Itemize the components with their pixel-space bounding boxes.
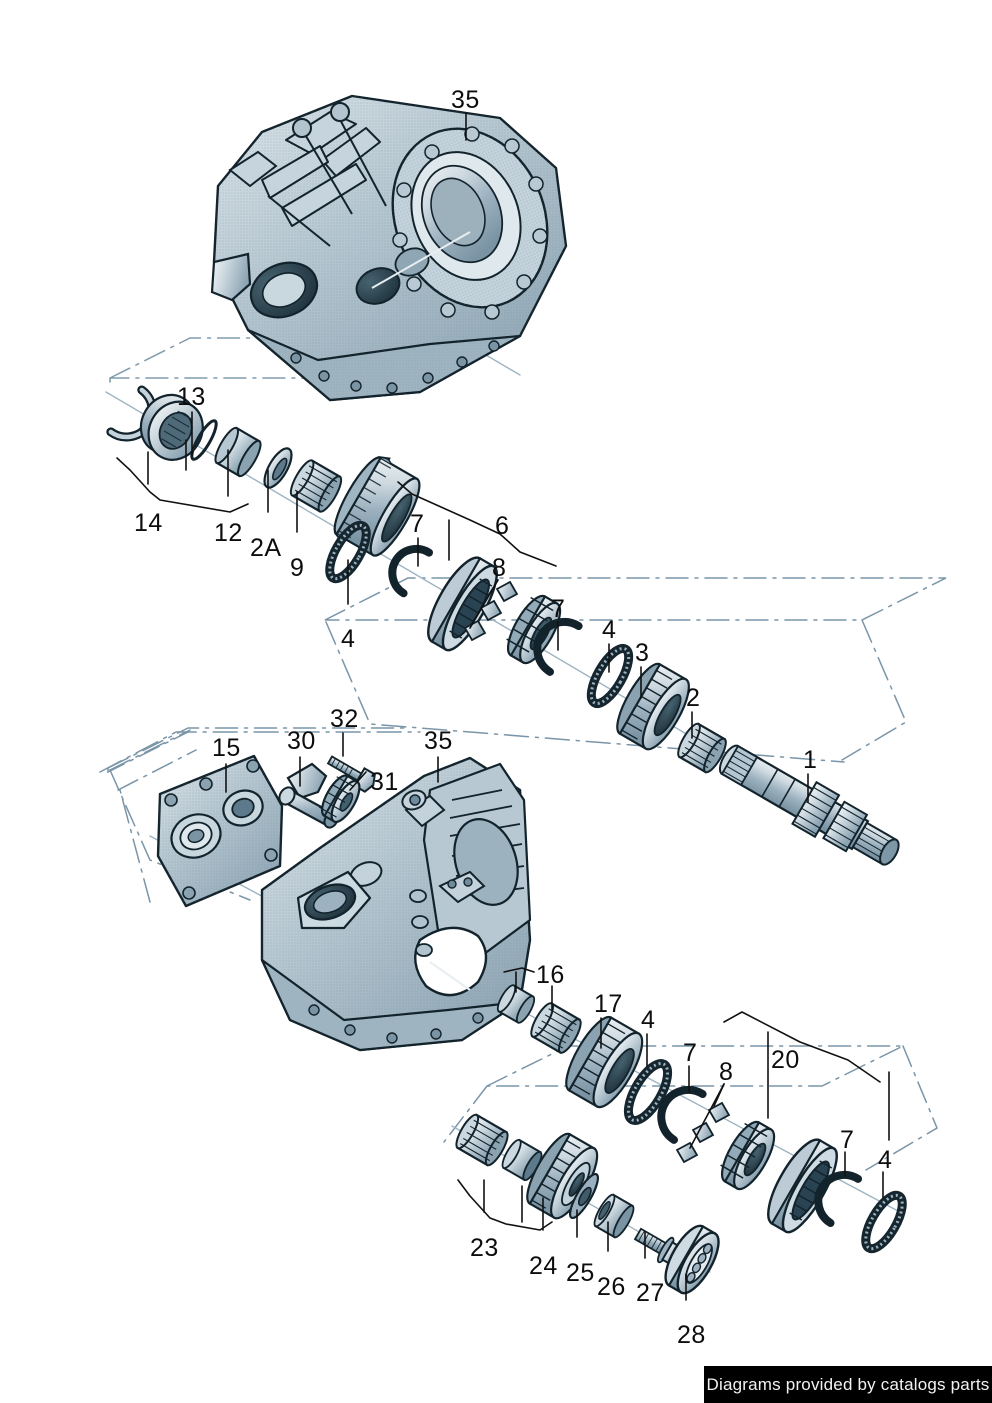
gearbox-housing-lower	[260, 756, 532, 1052]
part-synchro-ring-4c	[623, 1059, 673, 1125]
callout-13: 13	[177, 383, 206, 411]
part-washer-12	[263, 447, 293, 489]
part-input-shaft-1	[718, 744, 900, 866]
callout-31: 31	[370, 768, 399, 796]
part-pinion-gear-31	[318, 774, 361, 824]
callout-1: 1	[803, 746, 818, 774]
part-needle-bearing-16	[530, 1002, 582, 1054]
callout-17: 17	[594, 990, 623, 1018]
bell-housing-face	[391, 126, 549, 320]
part-bush-23	[501, 1138, 543, 1182]
callout-3: 3	[635, 639, 650, 667]
callout-2: 2	[686, 684, 701, 712]
callout-16: 16	[536, 961, 565, 989]
callout-25: 25	[566, 1259, 595, 1287]
part-circlip-7a	[388, 544, 434, 598]
part-circlip-7c	[657, 1086, 707, 1144]
part-synchro-ring-4b	[586, 643, 634, 709]
part-needle-bearing-2A	[289, 459, 343, 513]
watermark-text: Diagrams provided by catalogs parts	[706, 1374, 990, 1394]
part-sliding-key-8a	[463, 580, 519, 642]
callout-4-a: 4	[341, 625, 356, 653]
callout-35-top: 35	[451, 86, 480, 114]
callout-7-b: 7	[551, 595, 566, 623]
part-synchro-sleeve-20	[767, 1138, 838, 1234]
part-circlip-7b	[533, 618, 583, 676]
part-hub-gear-20	[720, 1120, 776, 1191]
callout-35-mid: 35	[424, 727, 453, 755]
part-bearing-14	[139, 393, 204, 461]
part-roller-bearing-28	[664, 1224, 720, 1295]
part-sliding-key-8b	[675, 1101, 731, 1164]
part-needle-bearing-23	[455, 1113, 509, 1167]
part-needle-bearing-2	[677, 722, 727, 774]
part-spacer-12	[214, 426, 262, 478]
callout-32: 32	[330, 705, 359, 733]
callout-28: 28	[677, 1321, 706, 1349]
gearbox-housing-upper	[210, 94, 568, 402]
callout-2A: 2A	[250, 534, 282, 562]
callout-23: 23	[470, 1234, 499, 1262]
part-circlip-7d	[814, 1171, 863, 1227]
part-spacer-bush-26	[593, 1193, 635, 1239]
part-bearing-cover-15	[156, 754, 284, 908]
part-ring-13	[190, 419, 218, 461]
callout-30: 30	[287, 727, 316, 755]
callout-8-a: 8	[492, 554, 507, 582]
callout-15: 15	[212, 734, 241, 762]
part-thrust-washer-25	[569, 1172, 599, 1220]
callout-4-b: 4	[602, 616, 617, 644]
callout-6: 6	[495, 512, 510, 540]
part-synchro-sleeve-6	[427, 556, 498, 652]
part-bush-16	[496, 984, 536, 1024]
callout-9: 9	[290, 554, 305, 582]
callout-7-c: 7	[683, 1039, 698, 1067]
callout-4-d: 4	[878, 1146, 893, 1174]
callout-4-c: 4	[641, 1006, 656, 1034]
callout-7-d: 7	[840, 1126, 855, 1154]
part-synchro-ring-4d	[861, 1190, 907, 1254]
callout-24: 24	[529, 1252, 558, 1280]
part-synchro-ring-4a	[325, 520, 371, 584]
callout-leader-lines	[116, 112, 890, 1301]
part-gear-24	[526, 1132, 599, 1220]
callout-26: 26	[597, 1273, 626, 1301]
watermark-banner: Diagrams provided by catalogs parts	[704, 1366, 992, 1403]
part-gear-17	[565, 1015, 644, 1109]
callout-20: 20	[771, 1046, 800, 1074]
callout-27: 27	[636, 1279, 665, 1307]
callout-12: 12	[214, 519, 243, 547]
callout-14: 14	[134, 509, 163, 537]
part-gear-3	[616, 662, 690, 751]
callout-7-a: 7	[410, 510, 425, 538]
callout-8-b: 8	[719, 1058, 734, 1086]
